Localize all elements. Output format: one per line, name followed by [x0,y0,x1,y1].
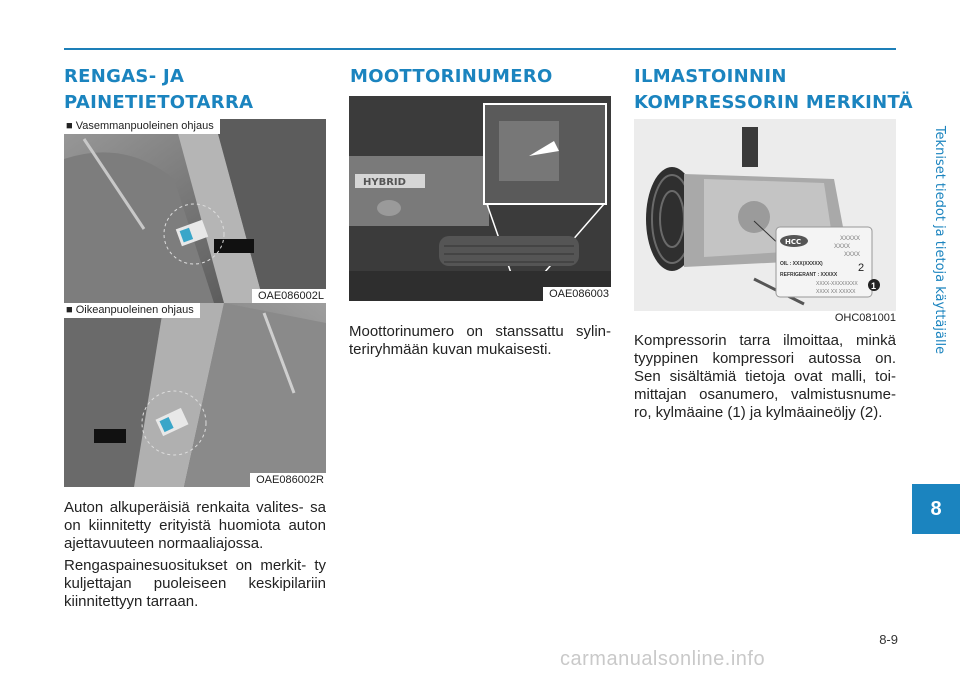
section-heading-compressor-label: ILMASTOINNIN KOMPRESSORIN MERKINTÄ [634,64,913,116]
body-paragraph: Kompressorin tarra ilmoittaa, minkä tyyp… [634,332,896,421]
heading-line: KOMPRESSORIN MERKINTÄ [634,92,913,113]
label-text: XXXXX [840,236,860,242]
door-pillar-illustration [64,119,326,303]
top-rule [64,48,896,50]
heading-line: PAINETIETOTARRA [64,92,254,113]
hybrid-badge: HYBRID [363,177,406,188]
chapter-number-tab: 8 [912,484,960,534]
image-code: OHC081001 [834,312,896,324]
marker-1: 1 [871,281,876,291]
engine-bay-illustration: HYBRID [349,96,611,301]
image-code: OAE086002R [250,473,326,487]
image-code: OAE086003 [543,287,611,301]
image-code: OAE086002L [251,289,326,303]
section-heading-engine-number: MOOTTORINUMERO [350,64,553,90]
section-heading-tire-label: RENGAS- JA PAINETIETOTARRA [64,64,253,116]
door-pillar-illustration [64,303,326,487]
compressor-image: HCC XXXXX XXXX XXXX OIL : XXX(XXXXX) REF… [634,119,896,311]
heading-line: MOOTTORINUMERO [350,66,553,87]
body-paragraph: Moottorinumero on stanssattu sylin- teri… [349,323,611,358]
body-paragraph: Auton alkuperäisiä renkaita valites- sa … [64,499,326,552]
chapter-vertical-title: Tekniset tiedot ja tietoja käyttäjälle [932,125,947,355]
tire-label-image-rhd: ■ Oikeanpuoleinen ohjaus OAE086002R [64,303,326,487]
hcc-logo: HCC [785,238,801,246]
label-text: REFRIGERANT : XXXXX [780,272,838,278]
watermark-text: carmanualsonline.info [560,648,766,670]
tire-label-image-lhd: ■ Vasemmanpuoleinen ohjaus OAE086002L [64,119,326,303]
label-text: XXXX [844,252,860,258]
page-number: 8-9 [879,632,898,647]
engine-number-image: HYBRID OAE086003 [349,96,611,301]
label-text: OIL : XXX(XXXXX) [780,261,823,267]
image-caption: ■ Vasemmanpuoleinen ohjaus [64,119,220,134]
label-text: XXXX [834,244,850,250]
body-paragraph: Rengaspainesuositukset on merkit- ty kul… [64,557,326,610]
marker-2: 2 [858,262,864,274]
label-text: XXXX-XXXXXXXX [816,281,858,287]
compressor-illustration: HCC XXXXX XXXX XXXX OIL : XXX(XXXXX) REF… [634,119,896,311]
label-text: XXXX XX XXXXX [816,289,856,295]
image-caption: ■ Oikeanpuoleinen ohjaus [64,303,200,318]
heading-line: RENGAS- JA [64,66,185,87]
heading-line: ILMASTOINNIN [634,66,787,87]
